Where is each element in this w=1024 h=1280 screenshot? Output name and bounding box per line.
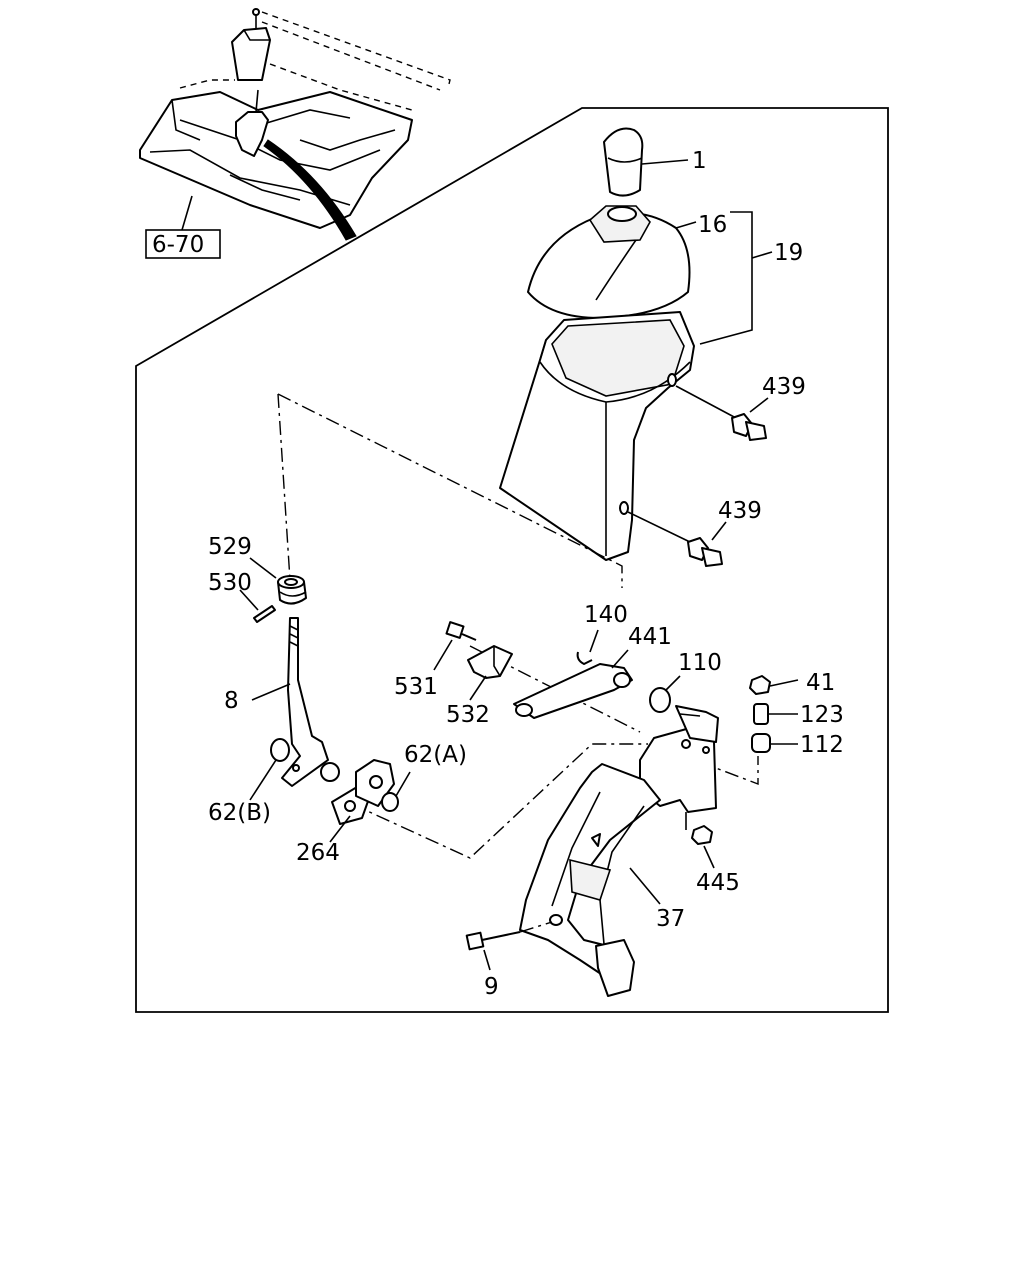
label-441: 441 xyxy=(628,624,672,650)
label-9: 9 xyxy=(484,974,499,1000)
label-439-upper: 439 xyxy=(762,374,806,400)
label-62a: 62(A) xyxy=(404,742,467,768)
label-530: 530 xyxy=(208,570,252,596)
bolt-531 xyxy=(433,621,477,671)
label-16: 16 xyxy=(698,212,727,238)
clip-140 xyxy=(576,629,599,665)
label-37: 37 xyxy=(656,906,685,932)
label-1: 1 xyxy=(692,148,707,174)
label-532: 532 xyxy=(446,702,490,728)
reference-box-label: 6-70 xyxy=(152,232,204,258)
shift-knob xyxy=(603,127,689,197)
pin-530 xyxy=(239,589,276,623)
label-439-lower: 439 xyxy=(718,498,762,524)
part-labels: 1 16 19 439 439 529 530 140 441 110 531 … xyxy=(208,148,844,1000)
screw-439-lower xyxy=(627,511,727,567)
label-140: 140 xyxy=(584,602,628,628)
label-529: 529 xyxy=(208,534,252,560)
label-110: 110 xyxy=(678,650,722,676)
ball-62b xyxy=(249,738,290,801)
link-441 xyxy=(513,649,633,719)
main-frame xyxy=(135,107,889,1013)
screw-439-upper xyxy=(675,385,769,441)
grommet-529 xyxy=(249,557,307,605)
label-112: 112 xyxy=(800,732,844,758)
label-264: 264 xyxy=(296,840,340,866)
bush-112 xyxy=(751,733,798,753)
label-8: 8 xyxy=(224,688,239,714)
console-cover xyxy=(499,211,773,561)
shift-lever xyxy=(251,617,340,787)
label-62b: 62(B) xyxy=(208,800,271,826)
bracket-assembly xyxy=(519,705,719,997)
label-19: 19 xyxy=(774,240,803,266)
nut-445 xyxy=(685,812,715,869)
bracket-532 xyxy=(467,645,513,701)
reference-box xyxy=(145,229,221,259)
bolt-9 xyxy=(465,921,553,971)
plate-62a xyxy=(355,759,411,812)
shift-boot xyxy=(527,205,697,319)
label-41: 41 xyxy=(806,670,835,696)
nut-41 xyxy=(749,675,799,695)
collar-123 xyxy=(753,703,798,725)
inset-floor-overview: 6-70 xyxy=(139,8,451,259)
label-123: 123 xyxy=(800,702,844,728)
label-445: 445 xyxy=(696,870,740,896)
label-531: 531 xyxy=(394,674,438,700)
bushing-110 xyxy=(649,675,681,713)
